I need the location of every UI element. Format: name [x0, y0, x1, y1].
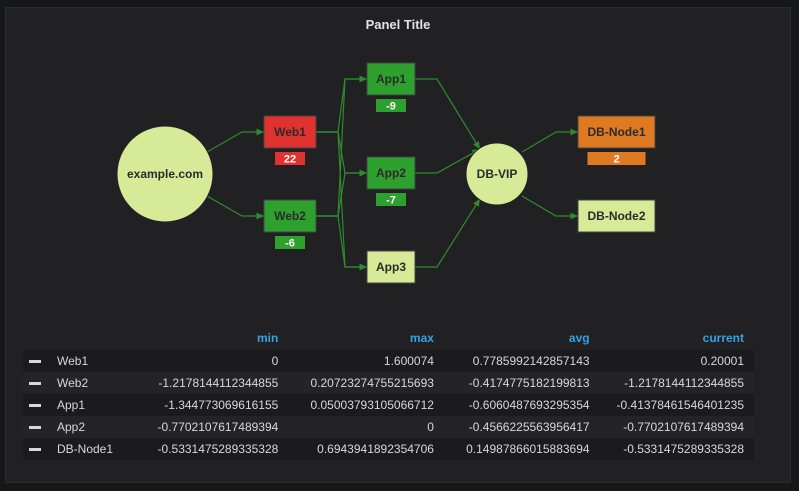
- legend-max-value: 1.600074: [288, 350, 444, 372]
- legend-min-value: -0.5331475289335328: [131, 438, 289, 460]
- node-app1-shape: [366, 62, 416, 96]
- node-web2-label: Web2: [274, 209, 306, 223]
- node-web2-badge-value: -6: [285, 238, 295, 250]
- legend-avg-value: -0.4566225563956417: [443, 416, 600, 438]
- node-web2-badge: [275, 236, 305, 249]
- edge-app3-to-dbvip: [415, 198, 481, 268]
- legend-header-series: [23, 326, 132, 350]
- legend-avg-value: -0.6060487693295354: [443, 394, 600, 416]
- node-app3[interactable]: App3: [366, 250, 416, 284]
- series-color-swatch-icon[interactable]: [29, 360, 41, 364]
- node-dbnode2-shape: [577, 199, 656, 233]
- panel-title[interactable]: Panel Title: [365, 17, 431, 32]
- node-dbnode1-badge: [587, 152, 646, 165]
- legend-header-current[interactable]: current: [702, 331, 744, 345]
- node-dbvip-label: DB-VIP: [477, 167, 518, 181]
- series-color-swatch-icon[interactable]: [29, 426, 41, 430]
- legend-series-cell[interactable]: App1: [23, 394, 132, 416]
- node-dbnode1-label: DB-Node1: [587, 125, 645, 139]
- series-color-swatch-icon[interactable]: [29, 382, 41, 386]
- legend-series-cell[interactable]: Web1: [23, 350, 132, 372]
- node-app2[interactable]: App2 -7: [366, 156, 416, 207]
- node-app1-badge-value: -9: [386, 101, 396, 113]
- legend-avg-value: -0.4174775182199813: [443, 372, 600, 394]
- node-app1[interactable]: App1 -9: [366, 62, 416, 113]
- node-app1-badge: [376, 99, 406, 112]
- legend-header-avg[interactable]: avg: [568, 331, 590, 345]
- legend-max-value: 0: [288, 416, 444, 438]
- node-dbnode1-badge-value: 2: [613, 154, 619, 166]
- edge-app1-to-dbvip: [415, 78, 481, 150]
- node-example-shape: [116, 125, 214, 223]
- node-app2-badge: [376, 193, 406, 206]
- legend-series-name[interactable]: App1: [57, 398, 86, 412]
- node-dbvip-shape: [465, 142, 529, 206]
- legend-current-value: -1.2178144112344855: [599, 372, 754, 394]
- legend-min-value: -0.7702107617489394: [131, 416, 289, 438]
- series-color-swatch-icon[interactable]: [29, 404, 41, 408]
- node-web1[interactable]: Web1 22: [263, 115, 317, 166]
- legend-current-value: -0.41378461546401235: [599, 394, 754, 416]
- node-web2-shape: [263, 199, 317, 233]
- legend-series-cell[interactable]: App2: [23, 416, 132, 438]
- legend-series-cell[interactable]: DB-Node1: [23, 438, 132, 460]
- node-example-label: example.com: [127, 167, 203, 181]
- edge-web1-to-app1: [316, 75, 367, 133]
- legend-current-value: -0.7702107617489394: [599, 416, 754, 438]
- legend-max-value: 0.20723274755215693: [288, 372, 444, 394]
- node-web2[interactable]: Web2 -6: [263, 199, 317, 250]
- edge-example-to-web2: [206, 195, 264, 220]
- edge-dbvip-to-dbnode2: [521, 195, 578, 220]
- edge-dbvip-to-dbnode1: [521, 128, 578, 153]
- node-dbvip[interactable]: DB-VIP: [465, 142, 529, 206]
- node-app1-label: App1: [376, 72, 406, 86]
- node-dbnode2-label: DB-Node2: [587, 209, 645, 223]
- series-color-swatch-icon[interactable]: [29, 448, 41, 452]
- legend-avg-value: 0.7785992142857143: [443, 350, 600, 372]
- node-app2-label: App2: [376, 166, 406, 180]
- node-web1-shape: [263, 115, 317, 149]
- node-dbnode1[interactable]: DB-Node1 2: [577, 115, 656, 166]
- node-app2-shape: [366, 156, 416, 190]
- legend-series-cell[interactable]: Web2: [23, 372, 132, 394]
- node-web1-badge: [275, 152, 305, 165]
- legend-min-value: -1.2178144112344855: [131, 372, 289, 394]
- legend-header-max[interactable]: max: [409, 331, 434, 345]
- node-web1-label: Web1: [274, 125, 306, 139]
- node-app3-shape: [366, 250, 416, 284]
- node-dbnode2[interactable]: DB-Node2: [577, 199, 656, 233]
- legend-max-value: 0.6943941892354706: [288, 438, 444, 460]
- legend-series-name[interactable]: DB-Node1: [57, 442, 114, 456]
- edge-example-to-web1: [206, 128, 264, 153]
- legend-current-value: -0.5331475289335328: [599, 438, 754, 460]
- legend-min-value: 0: [131, 350, 289, 372]
- legend-header-min[interactable]: min: [256, 331, 279, 345]
- legend-current-value: 0.20001: [599, 350, 754, 372]
- node-app2-badge-value: -7: [386, 195, 396, 207]
- legend-avg-value: 0.14987866015883694: [443, 438, 600, 460]
- legend-header-row: min max avg current: [23, 326, 754, 350]
- node-app3-label: App3: [376, 260, 406, 274]
- legend-series-name[interactable]: Web1: [57, 354, 89, 368]
- legend-series-name[interactable]: Web2: [57, 376, 89, 390]
- node-dbnode1-shape: [577, 115, 656, 149]
- legend-max-value: 0.05003793105066712: [288, 394, 444, 416]
- node-example[interactable]: example.com: [116, 125, 214, 223]
- node-web1-badge-value: 22: [284, 154, 296, 166]
- edge-app2-to-dbvip: [415, 148, 481, 174]
- legend-min-value: -1.344773069616155: [131, 394, 289, 416]
- legend-series-name[interactable]: App2: [57, 420, 86, 434]
- edge-web2-to-app3: [316, 215, 367, 271]
